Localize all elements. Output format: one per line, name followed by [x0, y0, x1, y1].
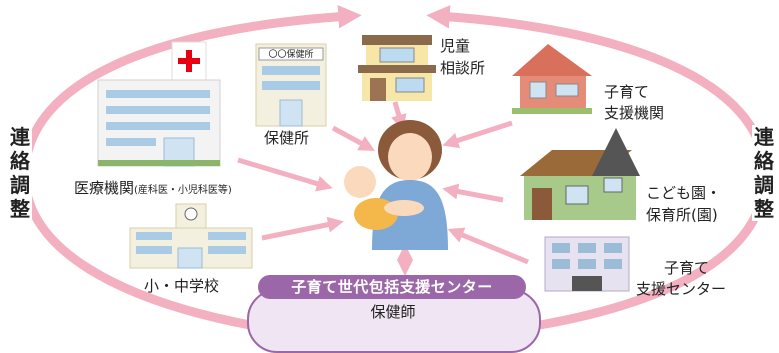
support-center-illustration [544, 236, 630, 292]
health-center-sign: 〇〇保健所 [268, 50, 314, 60]
center-title: 子育て世代包括支援センター [258, 275, 526, 299]
arrow-from-nursery [442, 183, 504, 203]
arrow-from-hospital [237, 157, 333, 192]
nursery-illustration [520, 128, 640, 220]
support-center-label-1: 子育て [664, 259, 710, 277]
hospital-label: 医療機関(産科医・小児科医等) [74, 179, 232, 200]
school-illustration [129, 203, 253, 269]
right-label-char: 調 [754, 173, 774, 197]
hospital-label-note: (産科医・小児科医等) [134, 185, 232, 196]
nursery-label-2: 保育所(園) [646, 206, 718, 224]
nursery-label-1: こども園・ [646, 184, 722, 202]
mother-baby-illustration [344, 120, 448, 250]
health-center-illustration [255, 43, 327, 127]
arrow-from-support-center [447, 227, 529, 265]
support-org-illustration [512, 44, 592, 114]
right-label-char: 絡 [754, 149, 774, 173]
support-org-label-2: 支援機関 [604, 104, 665, 122]
support-org-label-1: 子育て [604, 83, 650, 101]
child-consult-label-2: 相談所 [440, 59, 486, 77]
hospital-illustration [97, 41, 221, 167]
center-subtitle: 保健師 [370, 303, 416, 321]
left-vertical-label: 連 絡 調 整 [8, 125, 32, 221]
right-label-char: 整 [754, 197, 774, 221]
right-label-char: 連 [754, 125, 774, 149]
support-center-label-2: 支援センター [636, 280, 727, 298]
inner-arrows [237, 101, 529, 277]
left-label-char: 絡 [10, 149, 30, 173]
right-vertical-label: 連 絡 調 整 [752, 125, 776, 221]
left-label-char: 整 [10, 197, 30, 221]
hospital-label-text: 医療機関 [74, 179, 135, 197]
school-label: 小・中学校 [144, 277, 220, 295]
child-consult-label-1: 児童 [440, 37, 471, 55]
arrow-from-child-consult [391, 101, 407, 131]
health-center-label: 保健所 [264, 129, 310, 147]
diagram-canvas [20, 5, 770, 330]
arrow-from-health-center [331, 125, 376, 151]
child-consult-illustration [358, 35, 436, 101]
arrow-from-support-org [442, 120, 513, 149]
arrow-from-school [261, 216, 344, 241]
left-label-char: 調 [10, 173, 30, 197]
left-label-char: 連 [10, 125, 30, 149]
